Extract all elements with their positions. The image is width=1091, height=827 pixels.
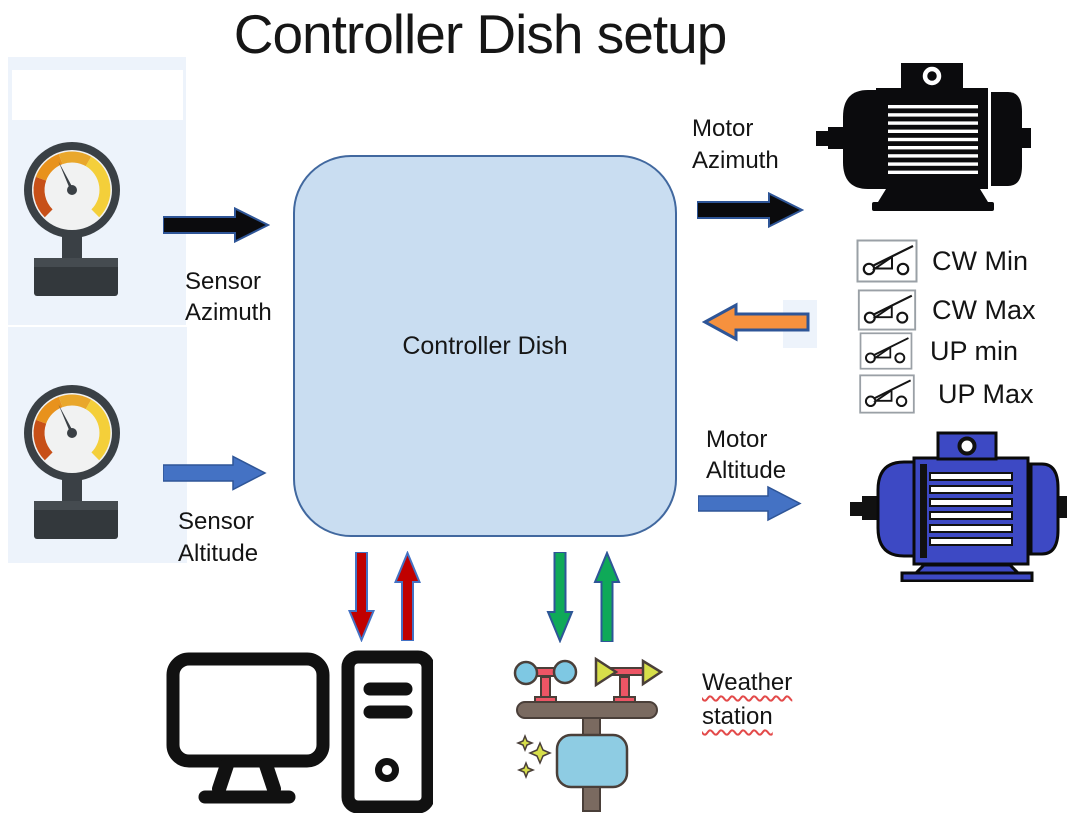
motor-azimuth-label: Motor Azimuth — [692, 113, 779, 177]
sensor-altitude-gauge-icon — [22, 383, 122, 541]
page-title: Controller Dish setup — [233, 3, 728, 65]
limit-switch-label: CW Min — [932, 245, 1028, 276]
arrow-weather-down — [546, 552, 574, 643]
arrow-motor-altitude — [698, 485, 802, 522]
motor-azimuth-label-line2: Azimuth — [692, 147, 779, 174]
weather-station-label: Weather station — [702, 666, 792, 734]
controller-dish-box: Controller Dish — [293, 155, 677, 537]
sensor-altitude-label-line1: Sensor — [178, 508, 255, 535]
limit-switch-label: UP min — [930, 335, 1019, 366]
sensor-azimuth-label: Sensor Azimuth — [185, 266, 272, 328]
sensor-azimuth-gauge-icon — [22, 140, 122, 298]
arrow-sensor-azimuth — [163, 207, 270, 243]
limit-switch-row-cw-min: CW Min — [856, 238, 1028, 284]
motor-altitude-label-line2: Altitude — [706, 457, 787, 484]
motor-altitude-label-line1: Motor — [706, 426, 768, 453]
controller-dish-label: Controller Dish — [402, 331, 568, 360]
motor-altitude-icon — [850, 430, 1068, 582]
limit-switch-icon — [857, 289, 917, 331]
computer-icon — [163, 650, 433, 813]
arrow-motor-azimuth — [697, 192, 804, 228]
limit-switch-row-up-min: UP min — [856, 332, 1018, 370]
sensor-azimuth-label-line2: Azimuth — [185, 299, 272, 326]
limit-switch-label: UP Max — [938, 378, 1034, 409]
sensor-azimuth-label-line1: Sensor — [185, 268, 262, 295]
sensor-altitude-label: Sensor Altitude — [178, 506, 258, 570]
arrow-weather-up — [593, 551, 621, 642]
limit-switch-row-up-max: UP Max — [856, 374, 1034, 414]
limit-switch-row-cw-max: CW Max — [856, 289, 1036, 331]
limit-switch-icon — [859, 374, 915, 414]
weather-station-label-line2: station — [702, 703, 773, 730]
motor-azimuth-label-line1: Motor — [692, 115, 754, 142]
arrow-computer-up — [394, 551, 421, 641]
limit-switch-label: CW Max — [932, 294, 1036, 325]
limit-switch-icon — [856, 239, 918, 283]
arrow-computer-down — [348, 552, 375, 642]
arrow-limit-switches-feedback — [702, 302, 810, 342]
weather-station-label-line1: Weather — [702, 669, 793, 696]
motor-azimuth-icon — [816, 62, 1036, 212]
gauge-image-white-band — [12, 70, 183, 120]
arrow-sensor-altitude — [163, 455, 267, 491]
limit-switch-icon — [859, 332, 913, 370]
weather-station-icon — [513, 655, 663, 813]
motor-altitude-label: Motor Altitude — [706, 424, 786, 486]
sensor-altitude-label-line2: Altitude — [178, 540, 259, 567]
